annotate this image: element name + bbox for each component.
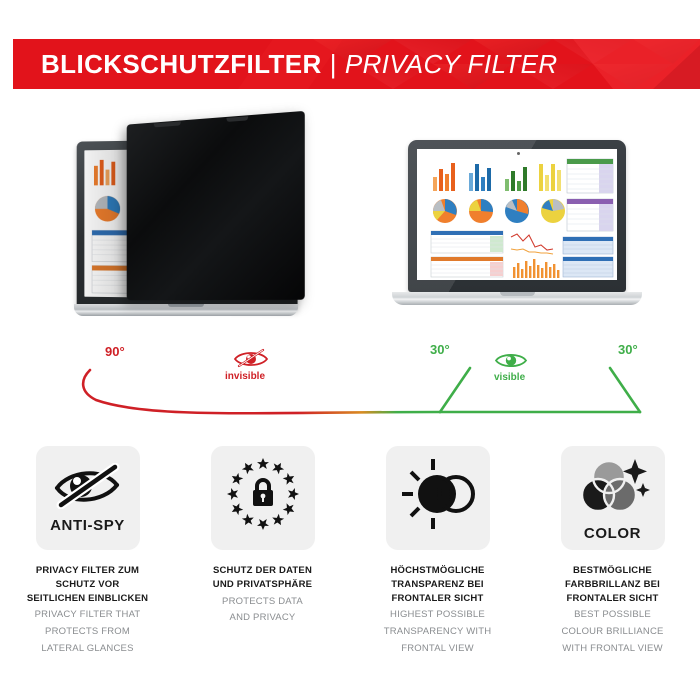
feature-caption: BESTMÖGLICHE FARBBRILLANZ BEI FRONTALER … <box>561 564 663 656</box>
eye-icon <box>494 350 528 376</box>
lock-stars-glyph <box>226 458 299 530</box>
feature-tile: ANTI-SPY <box>35 446 140 550</box>
visible-label: visible <box>494 372 526 383</box>
feature-caption: HÖCHSTMÖGLICHE TRANSPARENZ BEI FRONTALER… <box>384 564 492 656</box>
brightness-contrast-icon <box>399 457 477 536</box>
caption-en-line: HIGHEST POSSIBLE <box>390 609 485 621</box>
eye-crossed-icon <box>233 348 269 375</box>
laptop-right-dashboard <box>417 149 617 280</box>
feature-caption: PRIVACY FILTER ZUM SCHUTZ VOR SEITLICHEN… <box>27 564 148 656</box>
laptop-frontal-view <box>392 140 642 330</box>
caption-de-line: BESTMÖGLICHE <box>573 565 652 576</box>
laptop-right-base <box>392 292 642 305</box>
banner-pattern-svg <box>13 39 700 89</box>
eye-glyph <box>494 353 528 368</box>
caption-de-line: PRIVACY FILTER ZUM <box>35 565 140 576</box>
banner-title-separator: | <box>329 49 337 79</box>
laptop-right-lid <box>408 140 626 292</box>
caption-en-line: WITH FRONTAL VIEW <box>562 642 663 654</box>
feature-tile <box>210 446 315 550</box>
angle-ray-right-30 <box>608 366 642 414</box>
banner-title-en: PRIVACY FILTER <box>344 49 558 79</box>
privacy-filter-sheet <box>126 110 305 301</box>
caption-de-line: SCHUTZ VOR <box>55 578 120 590</box>
angle-label-30-right: 30° <box>618 342 638 357</box>
caption-de-line: TRANSPARENZ BEI <box>391 578 484 590</box>
caption-en-line: PROTECTS DATA <box>222 595 303 607</box>
caption-en-line: AND PRIVACY <box>229 612 296 624</box>
header-banner: BLICKSCHUTZFILTER|PRIVACY FILTER <box>13 39 700 89</box>
invisible-zone-arc <box>81 368 442 415</box>
caption-en-line: COLOUR BRILLIANCE <box>561 626 664 638</box>
webcam-dot <box>517 152 520 155</box>
eye-crossed-icon <box>53 462 123 514</box>
caption-en-line: TRANSPARENCY WITH <box>383 626 492 638</box>
feature-tile <box>385 446 490 550</box>
feature-caption: SCHUTZ DER DATEN UND PRIVATSPHÄRE PROTEC… <box>213 564 312 625</box>
caption-de-line: FRONTALER SICHT <box>391 592 484 604</box>
caption-en-line: PRIVACY FILTER THAT <box>34 609 141 621</box>
eye-crossed-glyph <box>54 462 119 509</box>
angle-lines-svg <box>81 366 642 415</box>
feature-word: ANTI-SPY <box>50 516 125 534</box>
feature-list: ANTI-SPY PRIVACY FILTER ZUM SCHUTZ VOR S… <box>0 446 700 686</box>
lock-stars-icon <box>224 455 302 538</box>
caption-de-line: SEITLICHEN EINBLICKEN <box>26 592 149 604</box>
eye-crossed-glyph <box>233 348 269 368</box>
viewing-angle-diagram: 90° 30° 30° invisible visible <box>0 330 700 440</box>
caption-de-line: UND PRIVATSPHÄRE <box>212 578 313 590</box>
banner-title: BLICKSCHUTZFILTER|PRIVACY FILTER <box>13 39 700 89</box>
banner-title-de: BLICKSCHUTZFILTER <box>41 49 322 79</box>
caption-de-line: FRONTALER SICHT <box>566 592 659 604</box>
angle-label-90: 90° <box>105 344 125 359</box>
angle-label-30-left: 30° <box>430 342 450 357</box>
caption-de-line: FARBBRILLANZ BEI <box>564 578 661 590</box>
brightness-contrast-glyph <box>401 459 475 529</box>
caption-en-line: PROTECTS FROM <box>45 626 130 638</box>
color-circles-sparkle-icon <box>575 455 651 522</box>
feature-data-protection: SCHUTZ DER DATEN UND PRIVATSPHÄRE PROTEC… <box>175 446 350 686</box>
caption-de-line: SCHUTZ DER DATEN <box>212 565 313 576</box>
angle-ray-left-30 <box>438 366 472 414</box>
caption-en-line: BEST POSSIBLE <box>574 609 651 621</box>
feature-anti-spy: ANTI-SPY PRIVACY FILTER ZUM SCHUTZ VOR S… <box>0 446 175 686</box>
feature-tile: COLOR <box>560 446 665 550</box>
caption-en-line: FRONTAL VIEW <box>401 642 474 654</box>
color-circles-sparkle-glyph <box>580 458 650 512</box>
feature-transparency: HÖCHSTMÖGLICHE TRANSPARENZ BEI FRONTALER… <box>350 446 525 686</box>
caption-en-line: LATERAL GLANCES <box>41 642 134 654</box>
feature-word: COLOR <box>583 524 642 542</box>
feature-color: COLOR BESTMÖGLICHE FARBBRILLANZ BEI FRON… <box>525 446 700 686</box>
laptop-right-screen <box>417 149 617 280</box>
banner-facet-pattern <box>13 39 700 89</box>
caption-de-line: HÖCHSTMÖGLICHE <box>390 565 485 576</box>
invisible-label: invisible <box>225 371 266 382</box>
laptop-left-base <box>74 304 298 316</box>
laptop-with-privacy-filter <box>60 110 320 333</box>
